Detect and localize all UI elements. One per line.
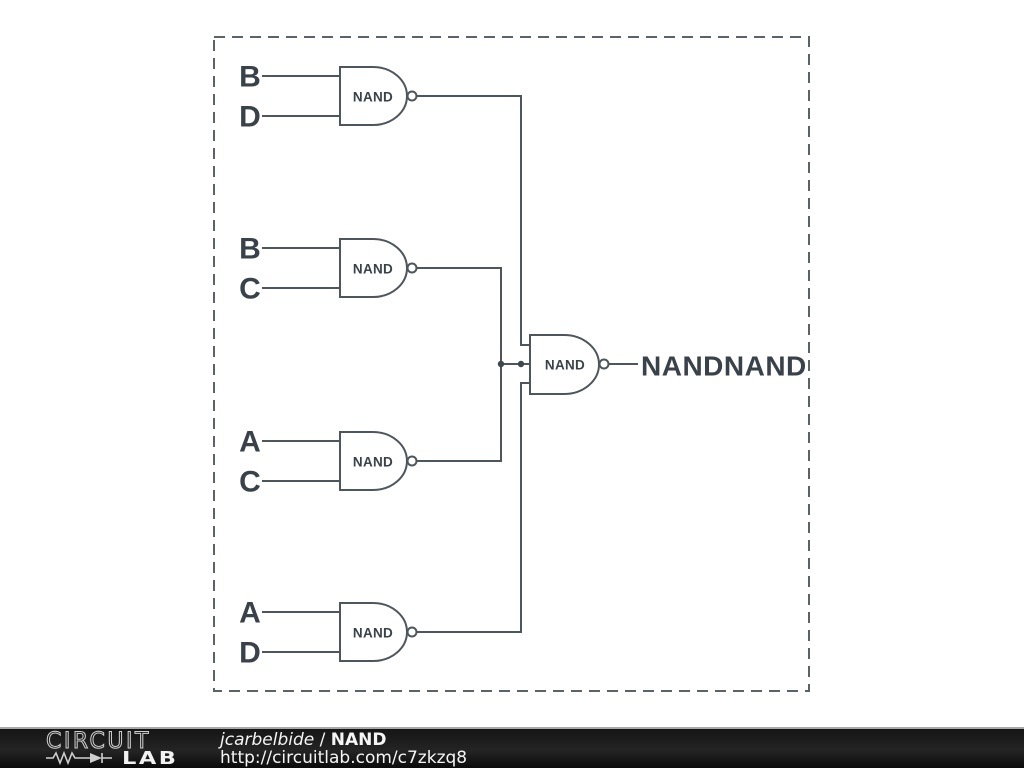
nand-gate-1[interactable]: NAND bbox=[339, 66, 418, 126]
wire-gate3-to-gate5 bbox=[417, 364, 502, 462]
author-name: jcarbelbide bbox=[220, 729, 315, 750]
net-label-C[interactable]: C bbox=[239, 273, 261, 306]
nand-gate-body bbox=[339, 431, 408, 491]
circuitlab-logo-lab: LAB bbox=[122, 747, 179, 768]
schematic-dashed-border bbox=[213, 36, 810, 692]
net-label-D[interactable]: D bbox=[239, 637, 261, 670]
nand-gate-5-label: NAND bbox=[545, 358, 585, 373]
circuit-attribution-line: jcarbelbide / NAND bbox=[220, 731, 467, 749]
net-label-D[interactable]: D bbox=[239, 101, 261, 134]
net-label-C[interactable]: C bbox=[239, 466, 261, 499]
inverter-bubble bbox=[598, 358, 610, 370]
net-label-A[interactable]: A bbox=[239, 597, 261, 630]
wire-gate2-to-gate5 bbox=[417, 267, 530, 365]
junction-dot bbox=[497, 360, 505, 368]
inverter-bubble bbox=[406, 262, 418, 274]
nand-gate-3-label: NAND bbox=[353, 455, 393, 470]
circuitlab-logo[interactable]: CIRCUIT LAB bbox=[46, 728, 210, 768]
nand-gate-body bbox=[339, 602, 408, 662]
nand-gate-2[interactable]: NAND bbox=[339, 238, 418, 298]
schematic-canvas: B D B C A C A D NAND NAND NAND NAND NAND… bbox=[213, 36, 810, 692]
nand-gate-3[interactable]: NAND bbox=[339, 431, 418, 491]
resistor-diode-icon bbox=[46, 751, 112, 765]
wire-gate1-to-gate5 bbox=[417, 95, 530, 346]
nand-gate-4[interactable]: NAND bbox=[339, 602, 418, 662]
net-label-A[interactable]: A bbox=[239, 426, 261, 459]
inverter-bubble bbox=[406, 626, 418, 638]
net-label-B[interactable]: B bbox=[239, 233, 261, 266]
wire-gate4-to-gate5 bbox=[417, 382, 530, 633]
junction-dot bbox=[517, 360, 525, 368]
wires bbox=[262, 75, 638, 653]
footer-attribution: jcarbelbide / NAND http://circuitlab.com… bbox=[220, 731, 467, 767]
net-label-output[interactable]: NANDNAND bbox=[641, 351, 807, 382]
footer-bar: CIRCUIT LAB jcarbelbide / NAND http://ci… bbox=[0, 727, 1024, 768]
nand-gate-body bbox=[529, 334, 600, 395]
nand-gate-body bbox=[339, 66, 408, 126]
net-label-B[interactable]: B bbox=[239, 61, 261, 94]
nand-gate-1-label: NAND bbox=[353, 90, 393, 105]
nand-gate-body bbox=[339, 238, 408, 298]
nand-gate-4-label: NAND bbox=[353, 626, 393, 641]
circuit-url[interactable]: http://circuitlab.com/c7zkzq8 bbox=[220, 747, 468, 768]
attribution-separator: / bbox=[314, 729, 331, 750]
nand-gate-5-final[interactable]: NAND bbox=[529, 334, 610, 395]
circuit-title: NAND bbox=[330, 729, 387, 750]
circuitlab-logo-wordmark: CIRCUIT bbox=[46, 728, 151, 754]
inverter-bubble bbox=[406, 90, 418, 102]
nand-gate-2-label: NAND bbox=[353, 262, 393, 277]
inverter-bubble bbox=[406, 455, 418, 467]
